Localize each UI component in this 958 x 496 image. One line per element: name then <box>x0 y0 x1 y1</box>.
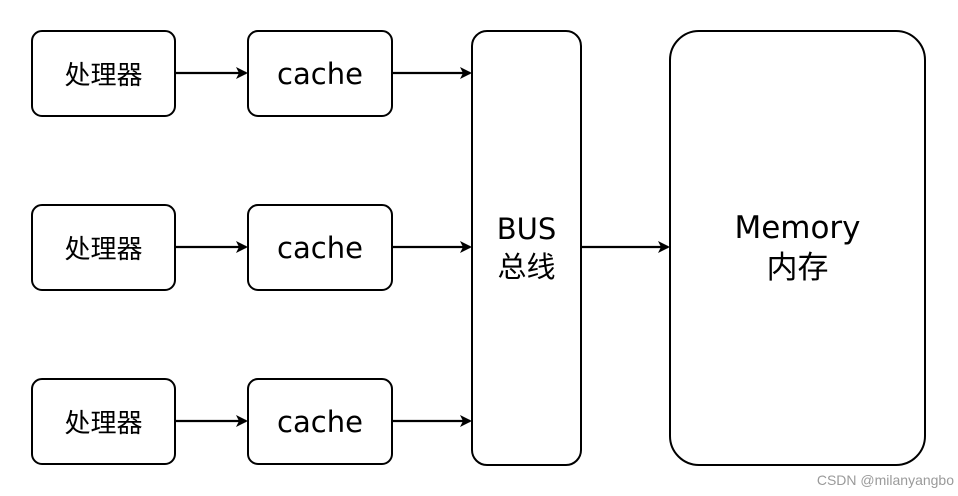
memory-box: Memory 内存 <box>669 30 926 466</box>
cache-1-box: cache <box>247 30 393 117</box>
cache-1-label: cache <box>277 56 363 91</box>
processor-3-box: 处理器 <box>31 378 176 465</box>
cache-2-label: cache <box>277 230 363 265</box>
cache-3-label: cache <box>277 404 363 439</box>
cache-2-box: cache <box>247 204 393 291</box>
bus-label-line2: 总线 <box>497 250 556 284</box>
memory-label-line2: 内存 <box>766 250 829 286</box>
bus-label-line1: BUS <box>496 212 557 246</box>
memory-label-line1: Memory <box>734 210 861 246</box>
bus-box: BUS 总线 <box>471 30 582 466</box>
processor-2-label: 处理器 <box>64 235 143 265</box>
cache-3-box: cache <box>247 378 393 465</box>
processor-3-label: 处理器 <box>64 409 143 439</box>
processor-1-box: 处理器 <box>31 30 176 117</box>
processor-1-label: 处理器 <box>64 61 143 91</box>
processor-2-box: 处理器 <box>31 204 176 291</box>
watermark-text: CSDN @milanyangbo <box>816 472 954 488</box>
